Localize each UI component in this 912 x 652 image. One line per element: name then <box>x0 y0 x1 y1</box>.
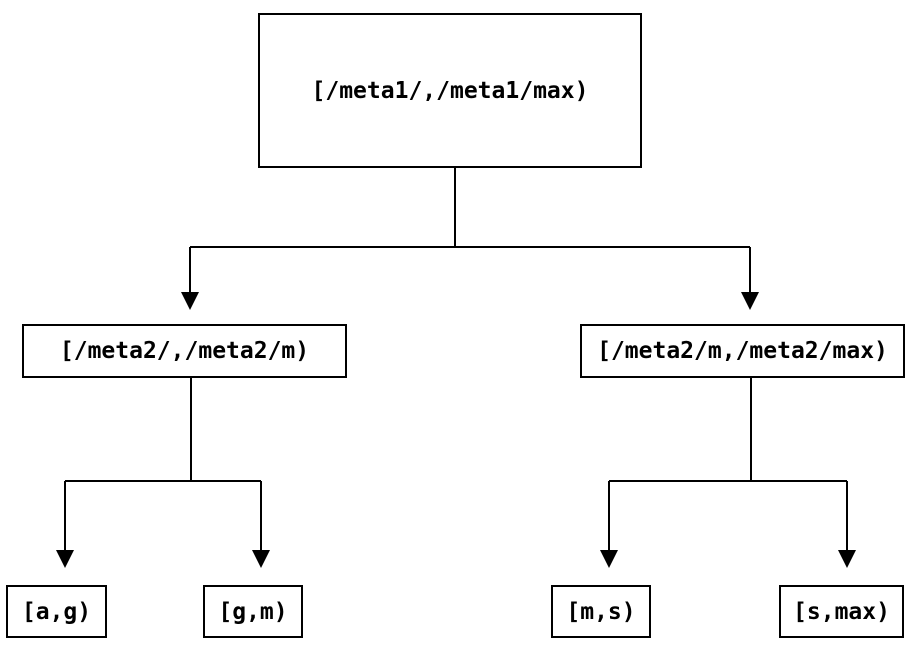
arrowhead-icon <box>741 292 759 310</box>
tree-node-root: [/meta1/,/meta1/max) <box>258 13 642 168</box>
edge-root-to-children <box>189 168 751 292</box>
arrowhead-icon <box>600 550 618 568</box>
arrowhead-icon <box>838 550 856 568</box>
arrowhead-icon <box>252 550 270 568</box>
edge-midleft-to-children <box>64 378 262 550</box>
tree-node-leaf-gm: [g,m) <box>203 585 303 638</box>
arrowhead-icon <box>56 550 74 568</box>
tree-node-leaf-ms: [m,s) <box>551 585 651 638</box>
tree-node-mid-right: [/meta2/m,/meta2/max) <box>580 324 905 378</box>
edge-midright-to-children <box>608 378 848 550</box>
tree-node-mid-left: [/meta2/,/meta2/m) <box>22 324 347 378</box>
tree-node-leaf-smax: [s,max) <box>779 585 904 638</box>
tree-node-leaf-ag: [a,g) <box>6 585 107 638</box>
arrowhead-icon <box>181 292 199 310</box>
